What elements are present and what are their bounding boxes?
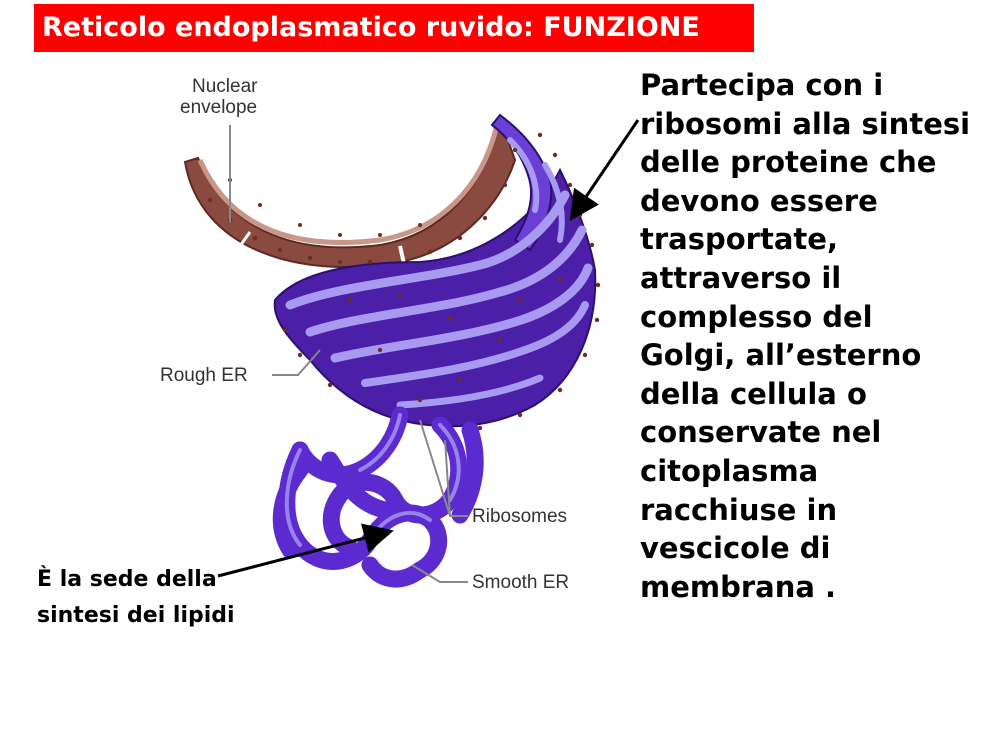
rough-er-shape	[273, 113, 597, 428]
smooth-er-leader	[411, 564, 468, 583]
label-rough-er: Rough ER	[160, 365, 248, 386]
function-line: vescicole di	[640, 531, 831, 566]
nuclear-envelope-lumen	[197, 124, 500, 246]
label-nuclear-envelope-line1: Nuclear	[192, 76, 258, 97]
rough-er-function-text: Partecipa con i ribosomi alla sintesi de…	[640, 66, 985, 606]
function-line: conservate nel	[640, 415, 882, 450]
label-nuclear-envelope-line2: envelope	[180, 97, 257, 118]
function-line: delle proteine che	[640, 145, 937, 180]
ribosomes-leader	[419, 419, 468, 517]
label-ribosomes: Ribosomes	[472, 506, 567, 527]
arrow-to-rough-er	[569, 119, 640, 221]
function-line: della cellula o	[640, 376, 867, 411]
rough-er-leader	[272, 349, 321, 376]
label-smooth-er: Smooth ER	[472, 572, 569, 593]
note-line: È la sede della	[37, 567, 217, 592]
note-line: sintesi dei lipidi	[37, 603, 235, 628]
function-line: devono essere	[640, 183, 878, 218]
slide-title: Reticolo endoplasmatico ruvido: FUNZIONE	[34, 4, 754, 52]
arrow-to-smooth-er	[217, 523, 394, 578]
function-line: Golgi, all’esterno	[640, 338, 922, 373]
smooth-er-shape	[272, 406, 484, 588]
smooth-er-function-text: È la sede della sintesi dei lipidi	[37, 562, 235, 634]
function-line: attraverso il	[640, 260, 842, 295]
function-line: racchiuse in	[640, 492, 838, 527]
function-line: ribosomi alla sintesi	[640, 106, 971, 141]
function-line: membrana .	[640, 569, 837, 604]
function-line: trasportate,	[640, 222, 838, 257]
nuclear-pore	[238, 231, 252, 247]
function-line: complesso del	[640, 299, 873, 334]
function-line: Partecipa con i	[640, 68, 884, 102]
function-line: citoplasma	[640, 453, 819, 488]
